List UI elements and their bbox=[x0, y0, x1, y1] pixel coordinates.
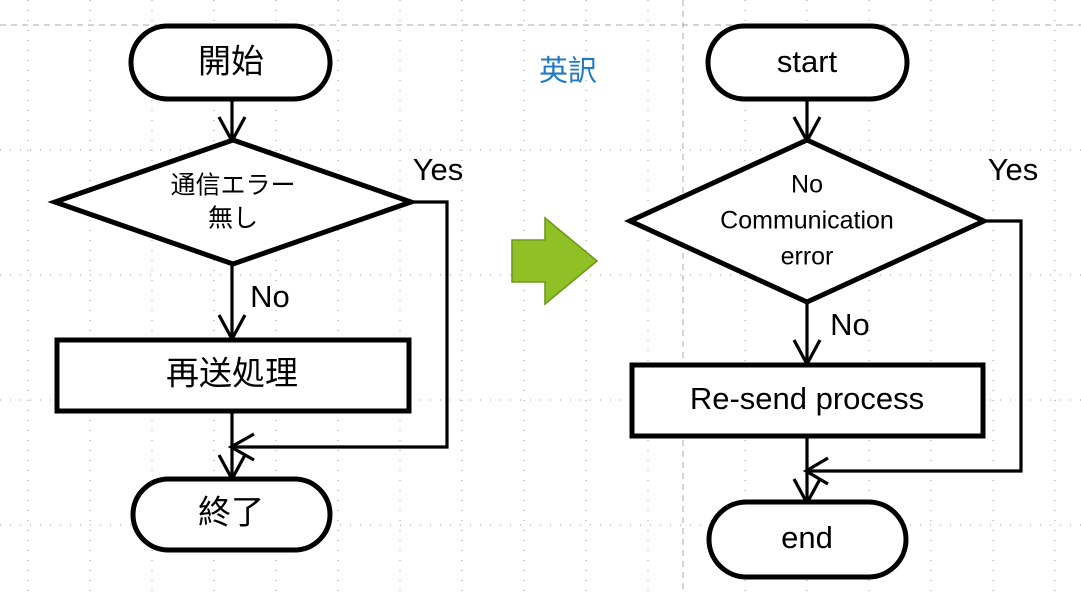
ja-end-label: 終了 bbox=[198, 494, 264, 531]
translation-marker: 英訳 bbox=[511, 55, 599, 306]
en-decision-node[interactable]: No Communication error bbox=[623, 137, 991, 305]
en-process-node[interactable]: Re-send process bbox=[629, 362, 986, 439]
en-edge-start-decision bbox=[792, 99, 822, 145]
ja-decision-shape bbox=[47, 137, 419, 267]
flowchart-japanese: 開始 通信エラー 無し Yes No bbox=[47, 23, 464, 553]
ja-process-label: 再送処理 bbox=[166, 355, 298, 392]
ja-edge-label-no: No bbox=[250, 279, 290, 314]
en-process-label: Re-send process bbox=[690, 381, 924, 416]
ja-process-node[interactable]: 再送処理 bbox=[54, 337, 412, 414]
ja-process-shape bbox=[54, 337, 412, 414]
en-end-label: end bbox=[781, 520, 833, 555]
ja-decision-label-line2: 無し bbox=[208, 205, 258, 233]
en-decision-label-line3: error bbox=[781, 243, 834, 271]
en-edge-label-yes: Yes bbox=[988, 152, 1039, 187]
ja-decision-node[interactable]: 通信エラー 無し bbox=[47, 137, 419, 267]
en-decision-label-line1: No bbox=[791, 171, 823, 199]
ja-start-node[interactable]: 開始 bbox=[128, 23, 333, 102]
flowchart-english: start No Communication error Yes No bbox=[623, 23, 1039, 580]
translate-label: 英訳 bbox=[539, 55, 597, 88]
en-start-label: start bbox=[777, 44, 838, 79]
ja-edge-start-decision bbox=[217, 99, 247, 145]
en-end-node[interactable]: end bbox=[706, 499, 909, 580]
ja-end-shape bbox=[130, 476, 333, 553]
en-end-shape bbox=[706, 499, 909, 580]
en-edge-decision-process bbox=[792, 302, 822, 368]
ja-end-node[interactable]: 終了 bbox=[130, 476, 333, 553]
ja-edge-process-end bbox=[217, 411, 247, 483]
ja-edge-label-yes: Yes bbox=[413, 152, 464, 187]
ja-start-label: 開始 bbox=[198, 43, 264, 80]
ja-decision-label-line1: 通信エラー bbox=[170, 172, 295, 200]
en-decision-label-line2: Communication bbox=[720, 207, 894, 235]
right-arrow-icon bbox=[511, 216, 599, 306]
en-start-node[interactable]: start bbox=[705, 23, 910, 102]
ja-edge-decision-process bbox=[217, 264, 247, 343]
en-edge-label-no: No bbox=[830, 307, 870, 342]
en-process-shape bbox=[629, 362, 986, 439]
